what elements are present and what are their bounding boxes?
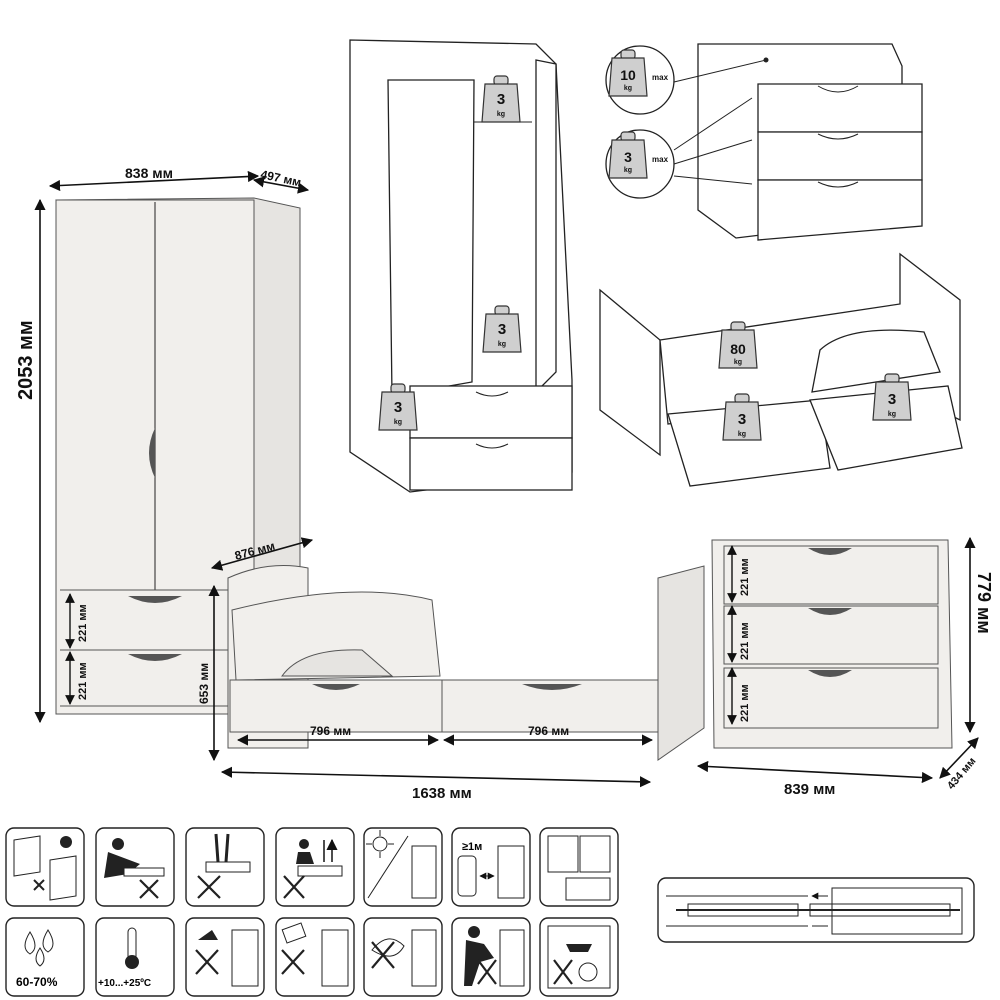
distance-from-heater-icon: ≥1м <box>451 827 531 907</box>
chest-top-unit: kg <box>624 85 632 92</box>
no-standing-on-furniture-icon <box>185 827 265 907</box>
wardrobe-drawer-1-label: 221 мм <box>77 604 89 642</box>
no-pulling-over-icon <box>451 917 531 997</box>
distance-label: ≥1м <box>462 841 482 853</box>
wardrobe-depth-label: 497 мм <box>259 167 302 189</box>
chest-drawer-unit: kg <box>624 167 632 174</box>
chest-width-label: 839 мм <box>784 781 835 798</box>
chest-drawer-2-label: 221 мм <box>739 622 751 660</box>
no-liquids-icon <box>185 917 265 997</box>
bed-drawer-right-unit: kg <box>888 411 896 418</box>
bed-mattress-unit: kg <box>734 359 742 366</box>
no-heavy-load-icon <box>539 917 619 997</box>
no-abrasive-cleaning-icon <box>275 917 355 997</box>
assembly-wall-fix-icon <box>5 827 85 907</box>
bed-drawer-left-load: 3 <box>738 411 746 428</box>
care-icons-grid: ≥1м 60-70% +10...+25ºC <box>5 827 619 997</box>
chest-top-load: 10 <box>620 67 636 83</box>
door-adjustment-icon <box>539 827 619 907</box>
bed-drawer-right-width: 796 мм <box>528 724 569 738</box>
chest-open-sketch: 10 kg max 3 kg max <box>605 43 923 241</box>
drawer-rail-detail <box>657 877 975 943</box>
wardrobe-drawer-load: 3 <box>394 399 402 416</box>
wardrobe-height-label: 2053 мм <box>15 320 37 400</box>
chest-drawer-1-label: 221 мм <box>739 558 751 596</box>
chest-drawer-max: max <box>652 155 669 164</box>
wardrobe-open-sketch: 3 kg 3 kg 3 kg <box>349 39 573 493</box>
bed-mattress-load: 80 <box>730 341 746 357</box>
bed-length-label: 1638 мм <box>412 785 472 802</box>
bed-height-label: 653 мм <box>197 663 211 704</box>
bed-drawer-left-unit: kg <box>738 431 746 438</box>
chest-front-view <box>711 539 953 749</box>
wardrobe-bottom-load: 3 <box>498 321 506 338</box>
wardrobe-drawer-unit: kg <box>394 419 402 426</box>
temperature-icon: +10...+25ºC <box>95 917 175 997</box>
chest-height-label: 779 мм <box>974 572 994 634</box>
bed-drawer-left-width: 796 мм <box>310 724 351 738</box>
humidity-icon: 60-70% <box>5 917 85 997</box>
chest-drawer-load: 3 <box>624 149 632 165</box>
temperature-label: +10...+25ºC <box>98 978 151 989</box>
chest-top-max: max <box>652 73 669 82</box>
no-direct-sunlight-icon <box>363 827 443 907</box>
wardrobe-shelf-load: 3 <box>497 91 505 108</box>
no-climbing-icon <box>275 827 355 907</box>
wardrobe-drawer-2-label: 221 мм <box>77 662 89 700</box>
wardrobe-bottom-unit: kg <box>498 341 506 348</box>
bed-open-sketch: 80 kg 3 kg 3 kg <box>599 252 963 487</box>
bed-drawer-right-load: 3 <box>888 391 896 408</box>
humidity-label: 60-70% <box>16 975 58 989</box>
wardrobe-width-label: 838 мм <box>125 165 173 181</box>
chest-drawer-3-label: 221 мм <box>739 684 751 722</box>
bed-front-view <box>227 565 705 761</box>
chest-depth-label: 434 мм <box>945 755 978 792</box>
no-hot-objects-icon <box>363 917 443 997</box>
no-sitting-on-drawer-icon <box>95 827 175 907</box>
wardrobe-shelf-unit: kg <box>497 111 505 118</box>
